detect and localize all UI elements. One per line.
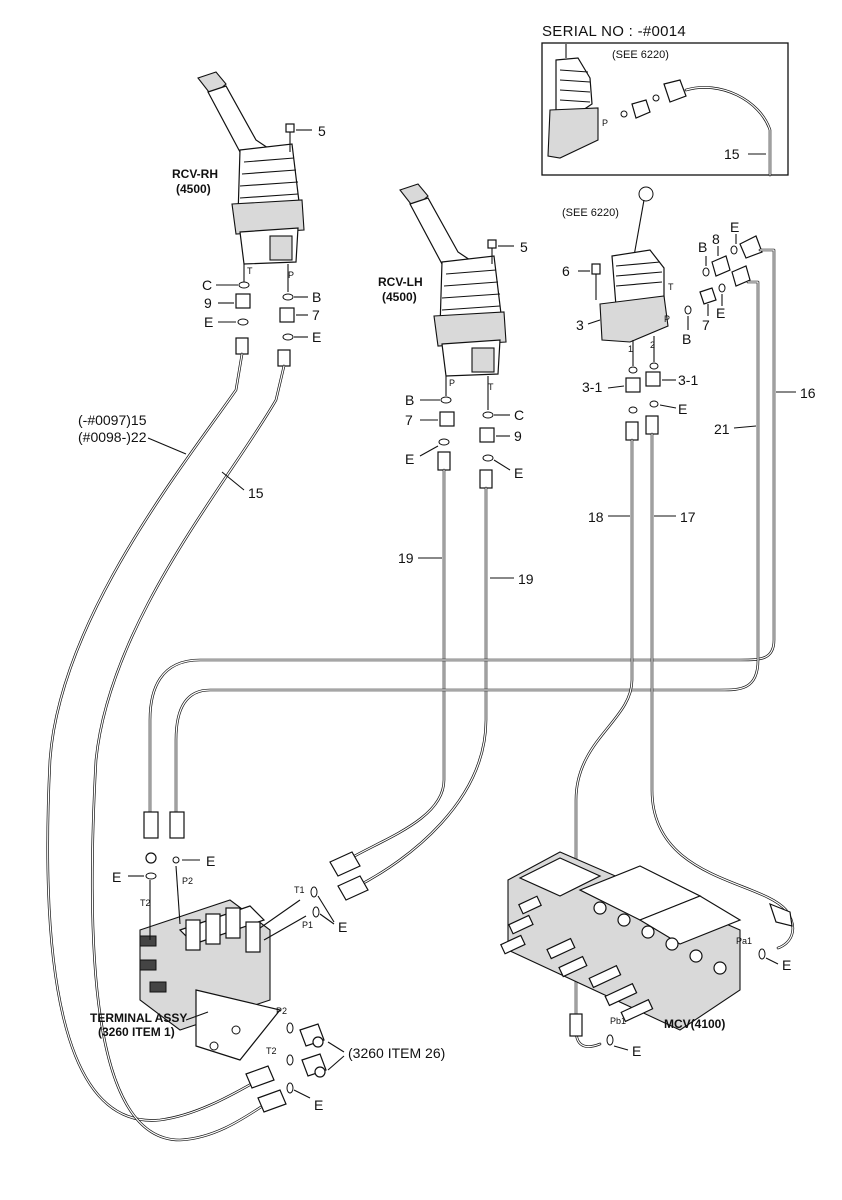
callout-17: 17 (680, 509, 696, 525)
rcv-lh-callout-e-left: E (405, 451, 414, 467)
pedal-callout-7: 7 (702, 317, 710, 333)
rcv-rh-callout-c: C (202, 277, 212, 293)
terminal-port-t2-low: T2 (266, 1046, 277, 1056)
serial-hose-15: 15 (724, 146, 740, 162)
terminal-item26: (3260 ITEM 26) (348, 1045, 445, 1061)
callout-22-range: (#0098-)22 (78, 429, 147, 445)
pedal-fittings: 3-1 3-1 E B 7 B 8 E E (582, 219, 763, 441)
terminal-port-p2-top: P2 (182, 876, 193, 886)
pedal-callout-6: 6 (562, 263, 570, 279)
pedal-callout-b-lower: B (682, 331, 691, 347)
hose-end-fittings (143, 811, 793, 1113)
rcv-rh-fittings: C 9 E B 7 E (202, 277, 321, 367)
callout-18: 18 (588, 509, 604, 525)
pedal-callout-3: 3 (576, 317, 584, 333)
hose-callouts: (-#0097)15 (#0098-)22 15 19 19 18 17 21 … (78, 385, 816, 587)
mcv-port-pa1: Pa1 (736, 936, 752, 946)
mcv-port-pb1: Pb1 (610, 1016, 626, 1026)
rcv-lh-callout-e-right: E (514, 465, 523, 481)
inset-port-p: P (602, 118, 608, 128)
pedal-port-p: P (664, 314, 670, 324)
rcv-lh-callout-7: 7 (405, 412, 413, 428)
serial-inset: SERIAL NO : -#0014 (SEE 6220) P 15 (541, 23, 789, 177)
terminal-callout-e-top: E (206, 853, 215, 869)
mcv-callout-e-pa1: E (782, 957, 791, 973)
rcv-lh-fittings: B 7 E C 9 E (405, 392, 524, 489)
callout-15-range: (-#0097)15 (78, 412, 147, 428)
terminal-assy: TERMINAL ASSY (3260 ITEM 1) P2 T2 T1 P1 … (90, 865, 313, 1061)
rcv-rh-callout-b: B (312, 289, 321, 305)
terminal-callout-e-left: E (112, 869, 121, 885)
terminal-port-p2-low: P2 (276, 1006, 287, 1016)
terminal-sub: (3260 ITEM 1) (98, 1025, 175, 1039)
rcv-lh-callout-5: 5 (520, 239, 528, 255)
terminal-port-p1: P1 (302, 920, 313, 930)
terminal-callouts: E E E (3260 ITEM 26) E (112, 853, 445, 1113)
mcv-name: MCV(4100) (664, 1017, 725, 1031)
rcv-rh-port-p: P (288, 270, 294, 280)
pedal-see-ref: (SEE 6220) (562, 207, 619, 219)
pedal-callout-8: 8 (712, 231, 720, 247)
terminal-title: TERMINAL ASSY (90, 1011, 187, 1025)
pedal-callout-3-1-left: 3-1 (582, 379, 602, 395)
hose-lines (46, 248, 795, 1142)
callout-15: 15 (248, 485, 264, 501)
rcv-rh-joystick: RCV-RH (4500) T P 5 (172, 71, 326, 292)
rcv-rh-name: RCV-RH (172, 167, 218, 181)
callout-19-left: 19 (398, 550, 414, 566)
serial-number-title: SERIAL NO : -#0014 (542, 23, 686, 40)
callout-16: 16 (800, 385, 816, 401)
mcv-callout-e-pb1: E (632, 1043, 641, 1059)
callout-19-right: 19 (518, 571, 534, 587)
rcv-lh-name: RCV-LH (378, 275, 423, 289)
rcv-lh-joystick: RCV-LH (4500) P T 5 (378, 183, 528, 410)
rcv-rh-callout-9: 9 (204, 295, 212, 311)
rcv-rh-callout-5: 5 (318, 123, 326, 139)
pedal-port-2: 2 (650, 340, 655, 350)
rcv-rh-callout-e-right: E (312, 329, 321, 345)
pedal-port-t: T (668, 282, 674, 292)
pedal-valve: (SEE 6220) T P 1 2 6 3 (562, 186, 674, 366)
terminal-port-t2-top: T2 (140, 898, 151, 908)
rcv-lh-callout-9: 9 (514, 428, 522, 444)
rcv-rh-callout-e-left: E (204, 314, 213, 330)
pedal-callout-e-upper: E (730, 219, 739, 235)
rcv-rh-callout-7: 7 (312, 307, 320, 323)
terminal-callout-e-bottom: E (314, 1097, 323, 1113)
pedal-callout-e-lower: E (678, 401, 687, 417)
rcv-rh-port-t: T (247, 266, 253, 276)
rcv-rh-code: (4500) (176, 182, 211, 196)
terminal-port-t1: T1 (294, 885, 305, 895)
terminal-callout-e-right: E (338, 919, 347, 935)
rcv-lh-port-p: P (449, 378, 455, 388)
rcv-lh-code: (4500) (382, 290, 417, 304)
pedal-callout-b-upper: B (698, 239, 707, 255)
inset-pedal-valve: P (547, 44, 608, 159)
rcv-lh-port-t: T (488, 382, 494, 392)
pedal-callout-e-mid: E (716, 305, 725, 321)
rcv-lh-callout-c: C (514, 407, 524, 423)
pedal-port-1: 1 (628, 344, 633, 354)
serial-see-ref: (SEE 6220) (612, 49, 669, 61)
inset-fittings (620, 79, 687, 119)
rcv-lh-callout-b: B (405, 392, 414, 408)
pedal-callout-3-1-right: 3-1 (678, 372, 698, 388)
callout-21: 21 (714, 421, 730, 437)
mcv-valve: MCV(4100) Pa1 Pb1 E E (500, 851, 791, 1059)
